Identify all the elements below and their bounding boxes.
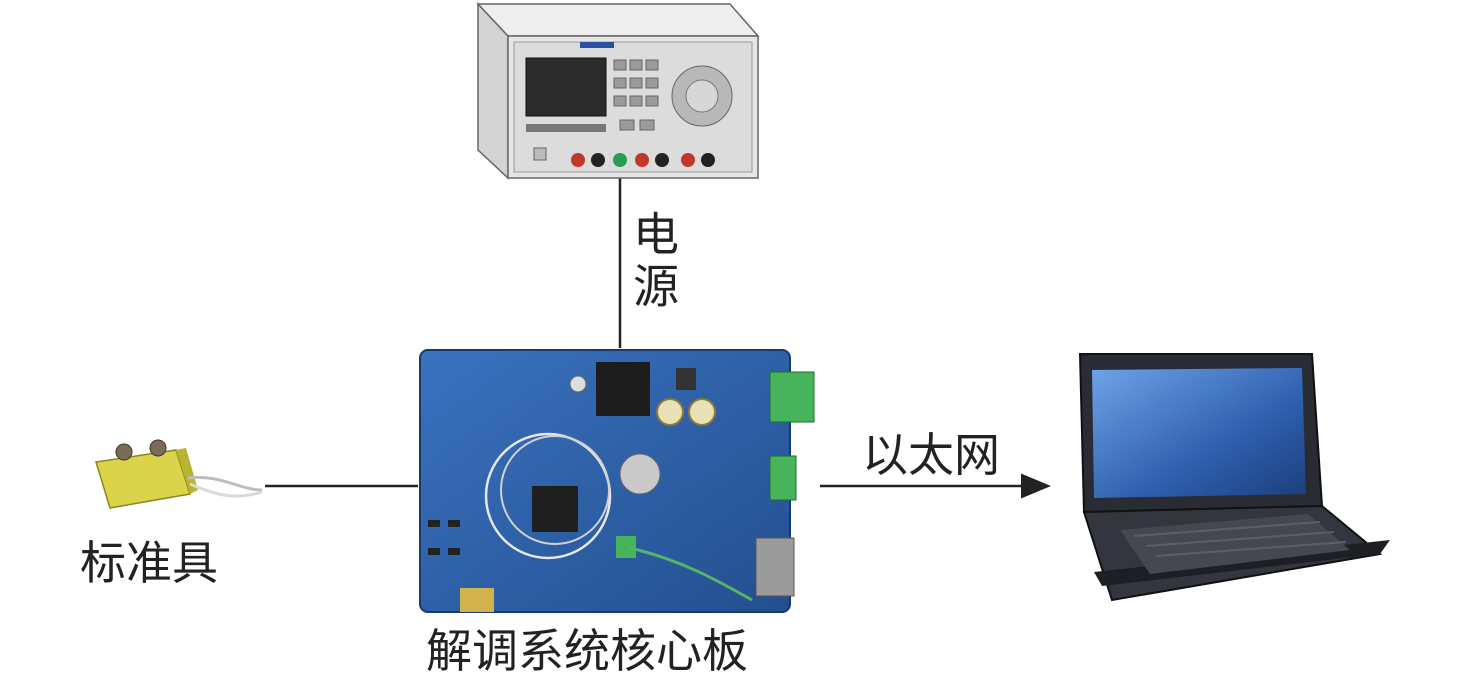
power-supply-icon — [476, 2, 760, 180]
laptop-icon — [1078, 353, 1390, 602]
circuit-board-icon — [419, 349, 815, 613]
ethernet-label: 以太网 — [862, 428, 1000, 482]
core-board-label: 解调系统核心板 — [426, 624, 748, 678]
etalon-sensor-icon — [95, 439, 263, 509]
standard-label: 标准具 — [80, 536, 218, 590]
power-label: 电源 — [626, 210, 680, 314]
